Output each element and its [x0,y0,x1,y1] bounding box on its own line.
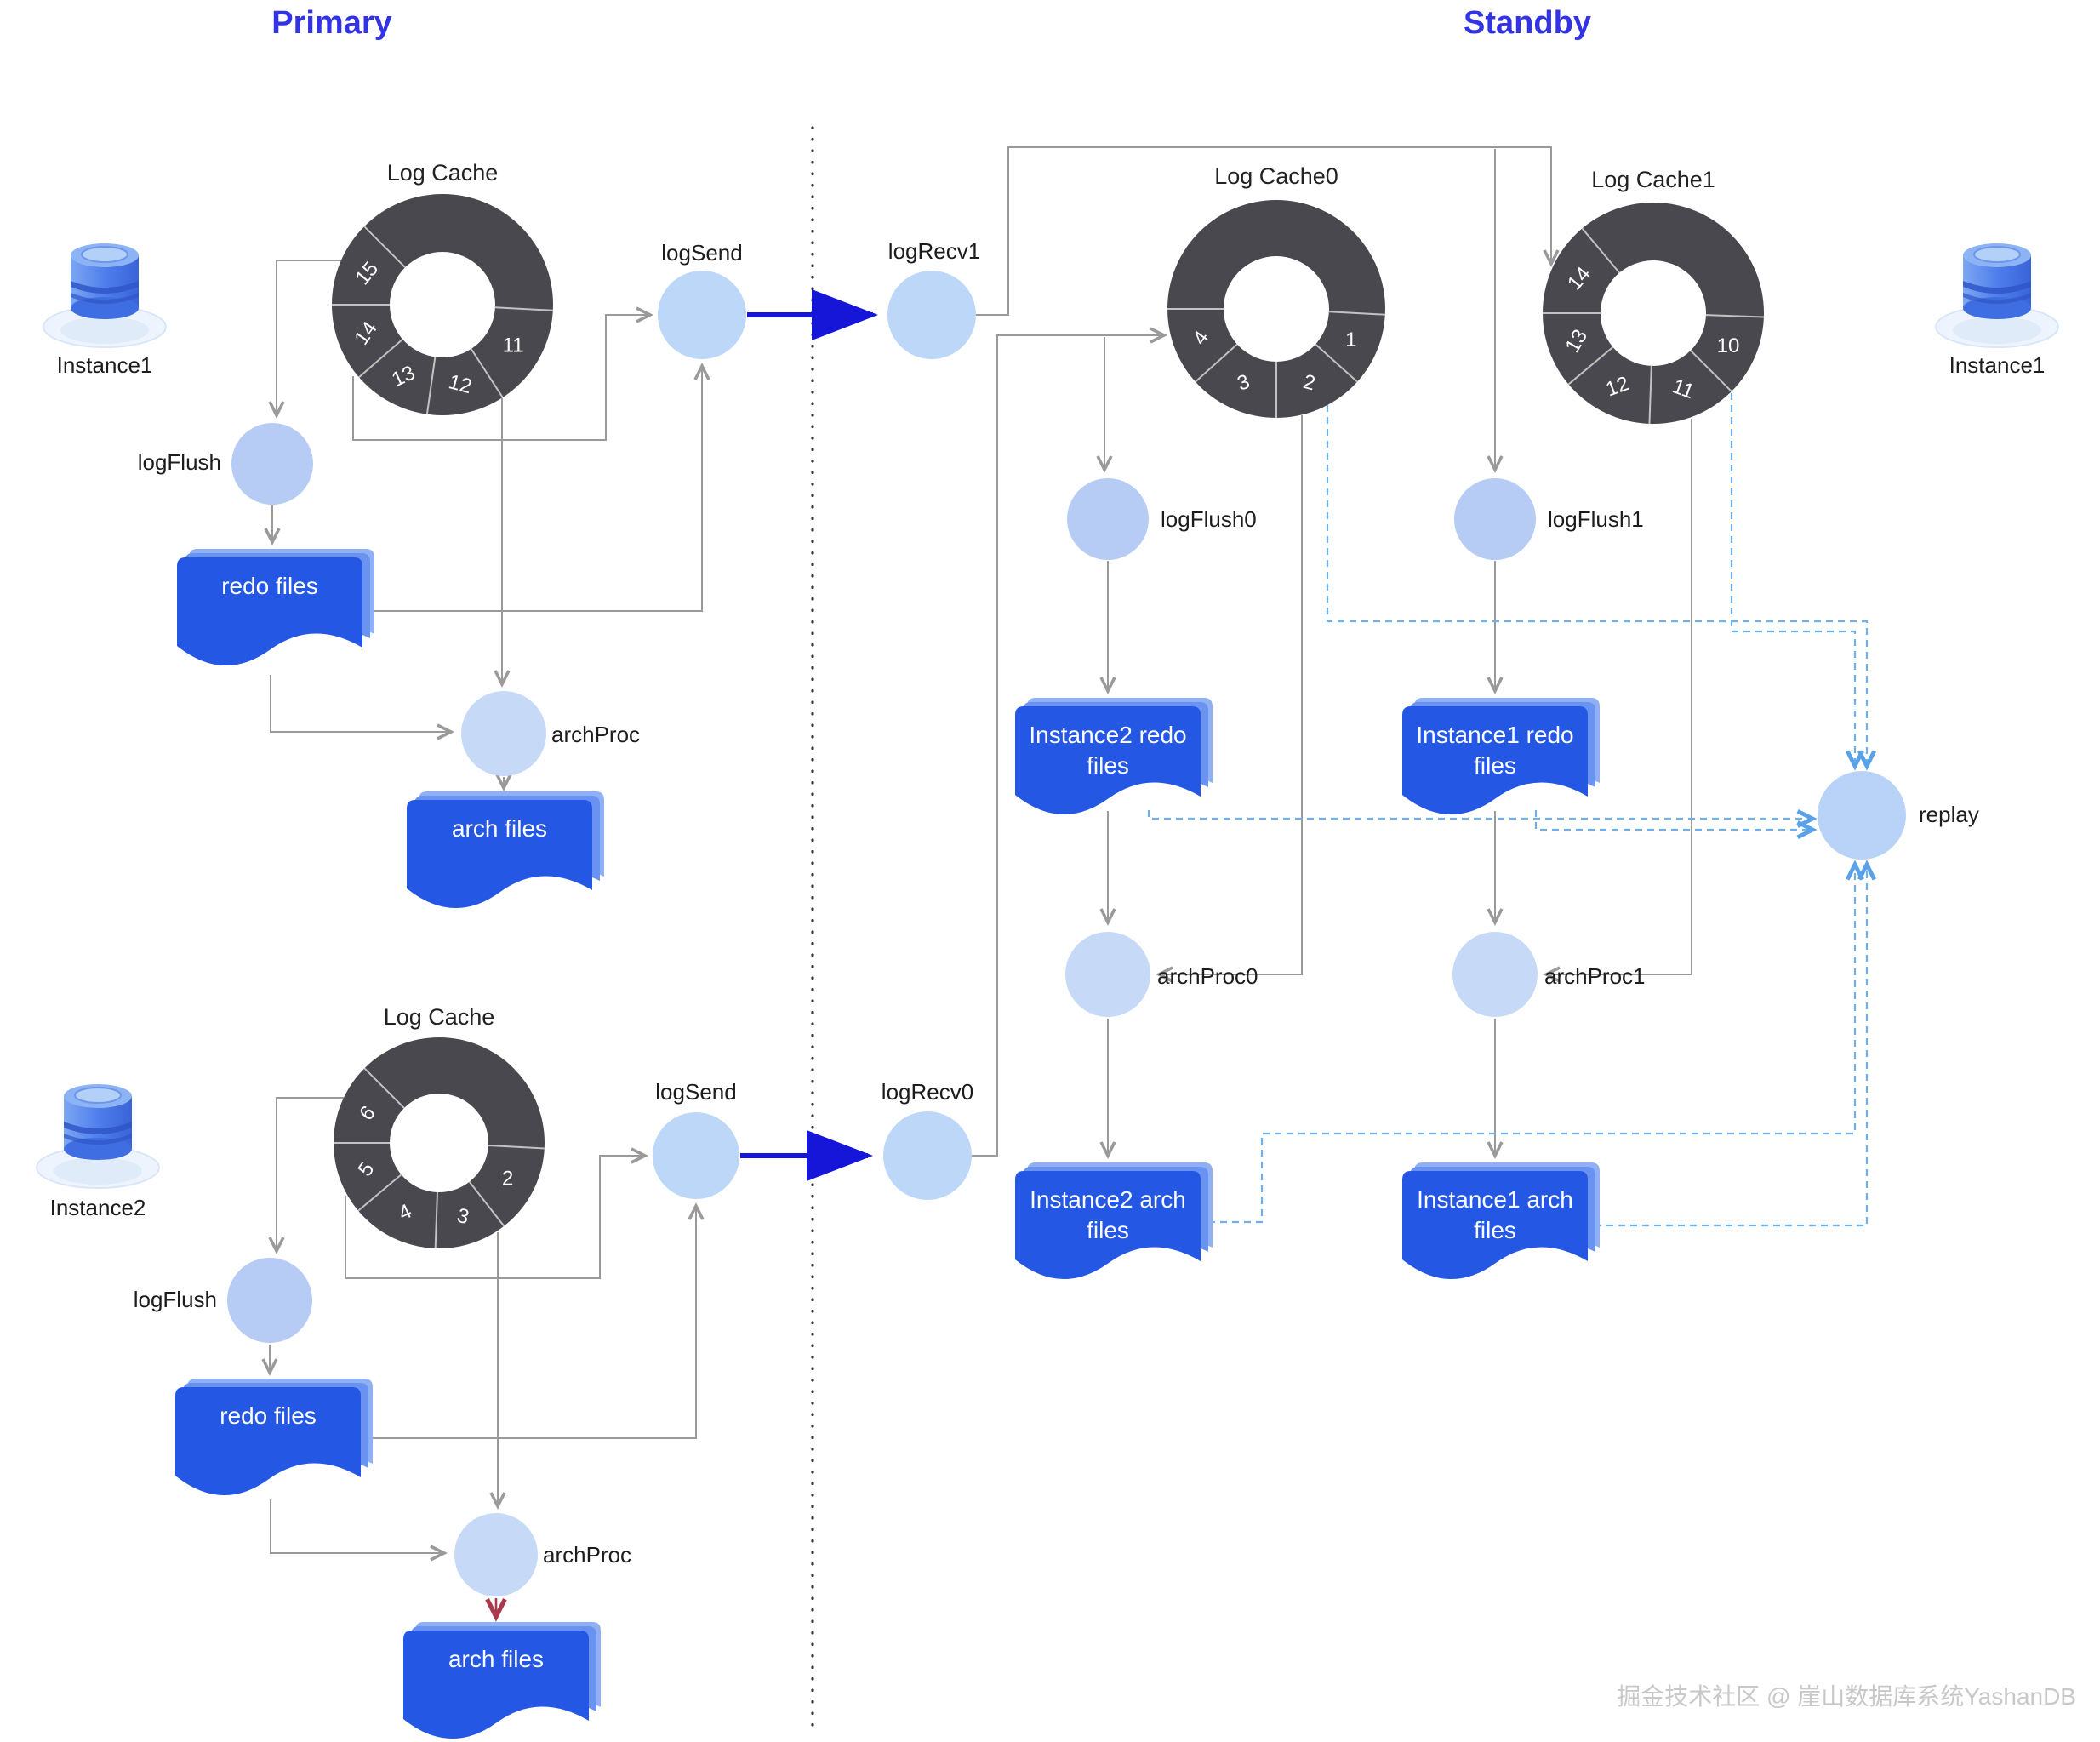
instance2-primary-label: Instance2 [49,1195,146,1220]
arch-files: arch files [407,791,604,928]
logflush0-circle [1067,478,1149,560]
log-cache-title: Log Cache [386,160,499,186]
replay-circle [1818,771,1906,860]
instance1-primary-label: Instance1 [56,352,153,378]
archproc-circle [461,691,546,776]
logflush1-label: logFlush1 [1548,506,1644,532]
watermark-text: 掘金技术社区 @ 崖山数据库系统YashanDB [1617,1683,2076,1710]
database-icon [41,214,168,351]
logsend-label: logSend [661,240,743,266]
arch-files: arch files [403,1622,601,1742]
logflush-label: logFlush [137,449,221,475]
database-icon [34,1055,162,1191]
instance2-redo-files: Instance2 redo files [1015,698,1213,834]
logrecv1-label: logRecv1 [887,238,981,264]
logrecv0-label: logRecv0 [881,1079,974,1105]
log-cache-segment-number: 11 [503,334,524,357]
replay-label: replay [1919,802,1979,827]
standby-title: Standby [1464,5,1591,41]
redo-files: redo files [177,549,374,685]
archproc0-circle [1065,932,1150,1017]
archproc-circle [454,1513,538,1596]
log-cache-segment-number: 2 [502,1168,513,1191]
log-cache-segment-number: 10 [1717,334,1740,357]
gray-connectors [261,146,1692,1562]
instance1-arch-files: Instance1 arch files [1402,1162,1600,1299]
archproc-label: archProc [551,722,641,747]
replay-dashed-feeds [1147,393,1876,1227]
instance2-arch-files: Instance2 arch files [1015,1162,1213,1299]
log-cache0-title: Log Cache0 [1214,163,1338,189]
log-transfer-arrows [740,289,878,1181]
logsend-circle [658,271,746,359]
primary-title: Primary [271,5,392,41]
logsend-circle [653,1112,739,1199]
archproc0-label: archProc0 [1157,963,1258,989]
redo-files: redo files [175,1379,373,1515]
logflush-circle [227,1258,312,1343]
logflush-label: logFlush [133,1287,217,1312]
archproc1-circle [1452,932,1538,1017]
logrecv0-circle [883,1111,972,1200]
logsend-label: logSend [655,1079,737,1105]
archproc1-label: archProc1 [1544,963,1646,989]
log-cache-segment-number: 1 [1345,328,1356,351]
log-cache-title: Log Cache [383,1004,495,1030]
logflush1-circle [1454,478,1536,560]
logrecv1-circle [887,271,976,359]
logflush0-label: logFlush0 [1161,506,1257,532]
logflush-circle [231,423,313,505]
instance1-standby-label: Instance1 [1949,352,2046,378]
database-icon [1933,214,2061,351]
log-cache1-title: Log Cache1 [1591,167,1715,192]
instance1-redo-files: Instance1 redo files [1402,698,1600,834]
archproc-label: archProc [543,1542,632,1568]
